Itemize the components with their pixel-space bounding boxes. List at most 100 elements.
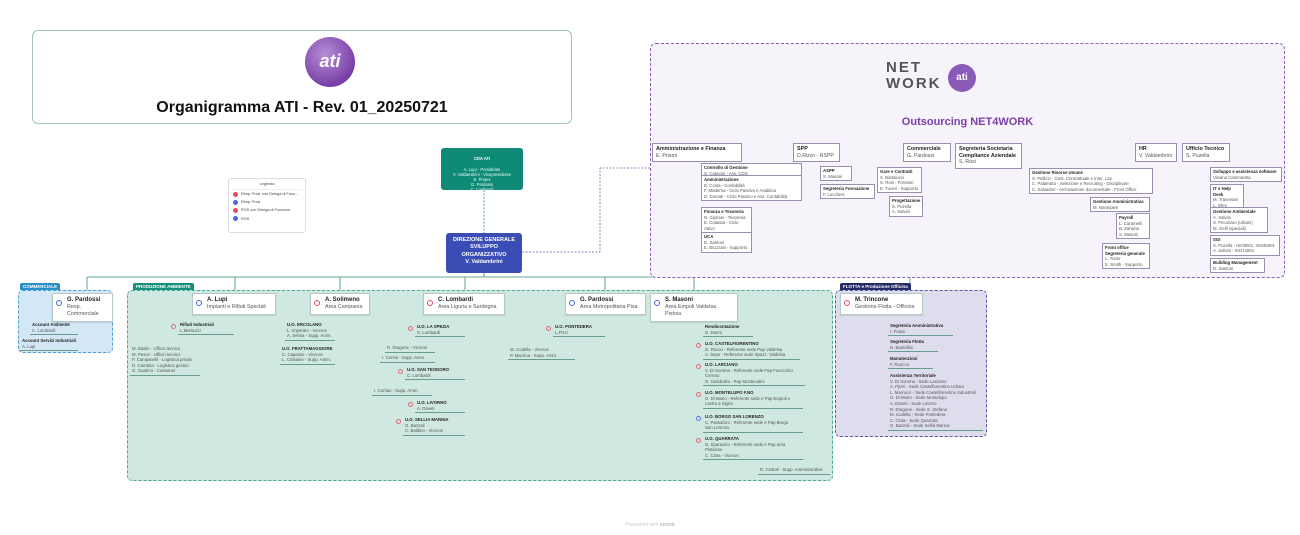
red-role-icon xyxy=(844,300,850,306)
node-title: Amministrazione xyxy=(704,177,739,182)
node-body: N. Barsellini xyxy=(890,344,913,350)
blue-role-icon xyxy=(56,300,62,306)
org-node-ciottoli[interactable]: R. Ciottoli - Supp. Amministrative xyxy=(758,466,830,475)
org-node-segsoc[interactable]: Segreteria Societaria Compliance Azienda… xyxy=(955,143,1022,169)
node-body: D. Danni xyxy=(705,329,722,335)
cda-ati-node[interactable]: CDA ATI A. Lupi - Presidente V. Valdambr… xyxy=(441,148,523,193)
node-title: IT e Help Desk xyxy=(1213,186,1231,197)
direzione-generale-node[interactable]: DIREZIONE GENERALE SVILUPPO ORGANIZZATIV… xyxy=(446,233,522,273)
node-title: Front office Segreteria generale xyxy=(1105,245,1145,256)
footer-text: Presented with xyxy=(625,522,659,528)
node-title: Segreteria Formazione xyxy=(823,186,870,191)
legend-item: Resp. Prod xyxy=(229,198,305,206)
blue-role-icon xyxy=(654,300,660,306)
node-title: Amministrazione e Finanza xyxy=(656,146,726,152)
node-title: Segreteria Flotta xyxy=(890,339,924,344)
node-title: Gestione Amministrativa xyxy=(1093,199,1144,204)
node-body: A. Salvini S. Peconaro (urbani) M. Gelli… xyxy=(1213,214,1253,231)
node-title: U.O. LIVORNO xyxy=(417,400,447,405)
legend: Legenda Resp. Prod. con Delega di Funz..… xyxy=(228,178,306,233)
node-body: S. Capponi - Ass. CDG xyxy=(704,170,748,176)
node-body: C. Lombardi xyxy=(407,372,431,378)
node-title: U.O. BORGO SAN LORENZO xyxy=(705,414,764,419)
node-title: U.O. PONTEDERA xyxy=(555,324,593,329)
org-node-pontedera-a[interactable]: M. Codella - Viceros P. Macrina - Supp. … xyxy=(508,346,575,361)
node-body: F. Lucchesi xyxy=(823,191,845,197)
node-body: S. Puzella - ISO9001, ISO45001 A. Salvin… xyxy=(1213,242,1275,254)
cda-members: A. Lupi - Presidente V. Valdambrini - Vi… xyxy=(453,166,511,193)
org-node-teodoro-a[interactable]: I. Corrias - Supp. Amm. xyxy=(372,387,432,396)
node-body: G. Pardossi xyxy=(907,152,935,159)
node-title: Segreteria Societaria Compliance Azienda… xyxy=(959,146,1017,159)
red-person-icon xyxy=(408,326,413,331)
node-title: U.O. FRATTAMAGGIORE xyxy=(282,346,333,351)
red-person-icon xyxy=(398,369,403,374)
blue-person-icon xyxy=(696,416,701,421)
node-body: N. Sparacino - Referente sede e Pap area… xyxy=(705,441,786,458)
legend-label: Resp. Prod xyxy=(241,200,260,205)
blue-role-icon xyxy=(233,199,238,205)
node-body: C. Passaforo - Referente sede e Pap Borg… xyxy=(705,419,789,431)
node-body: D.Rizzo - RSPP xyxy=(797,152,834,159)
node-body: Resp. Commerciale xyxy=(67,304,99,317)
org-node-spezia-b[interactable]: I. Cervia - Supp. Amm. xyxy=(380,354,435,363)
node-body: E. Priami xyxy=(656,152,678,159)
org-node-lupi-list[interactable]: M. Basile - Ufficio tecnico M. Pesce - U… xyxy=(130,345,200,376)
red-role-icon xyxy=(233,191,238,197)
node-body: I. Cervia - Supp. Amm. xyxy=(382,355,426,360)
node-title: Gare e Contratti xyxy=(880,169,913,174)
org-node-spezia-a[interactable]: R. Dragone - Viceros xyxy=(385,344,435,353)
flotta-tag: FLOTTA e Produzione Officina xyxy=(840,283,911,290)
node-title: M. Trincone xyxy=(855,297,889,303)
blue-role-icon xyxy=(196,300,202,306)
